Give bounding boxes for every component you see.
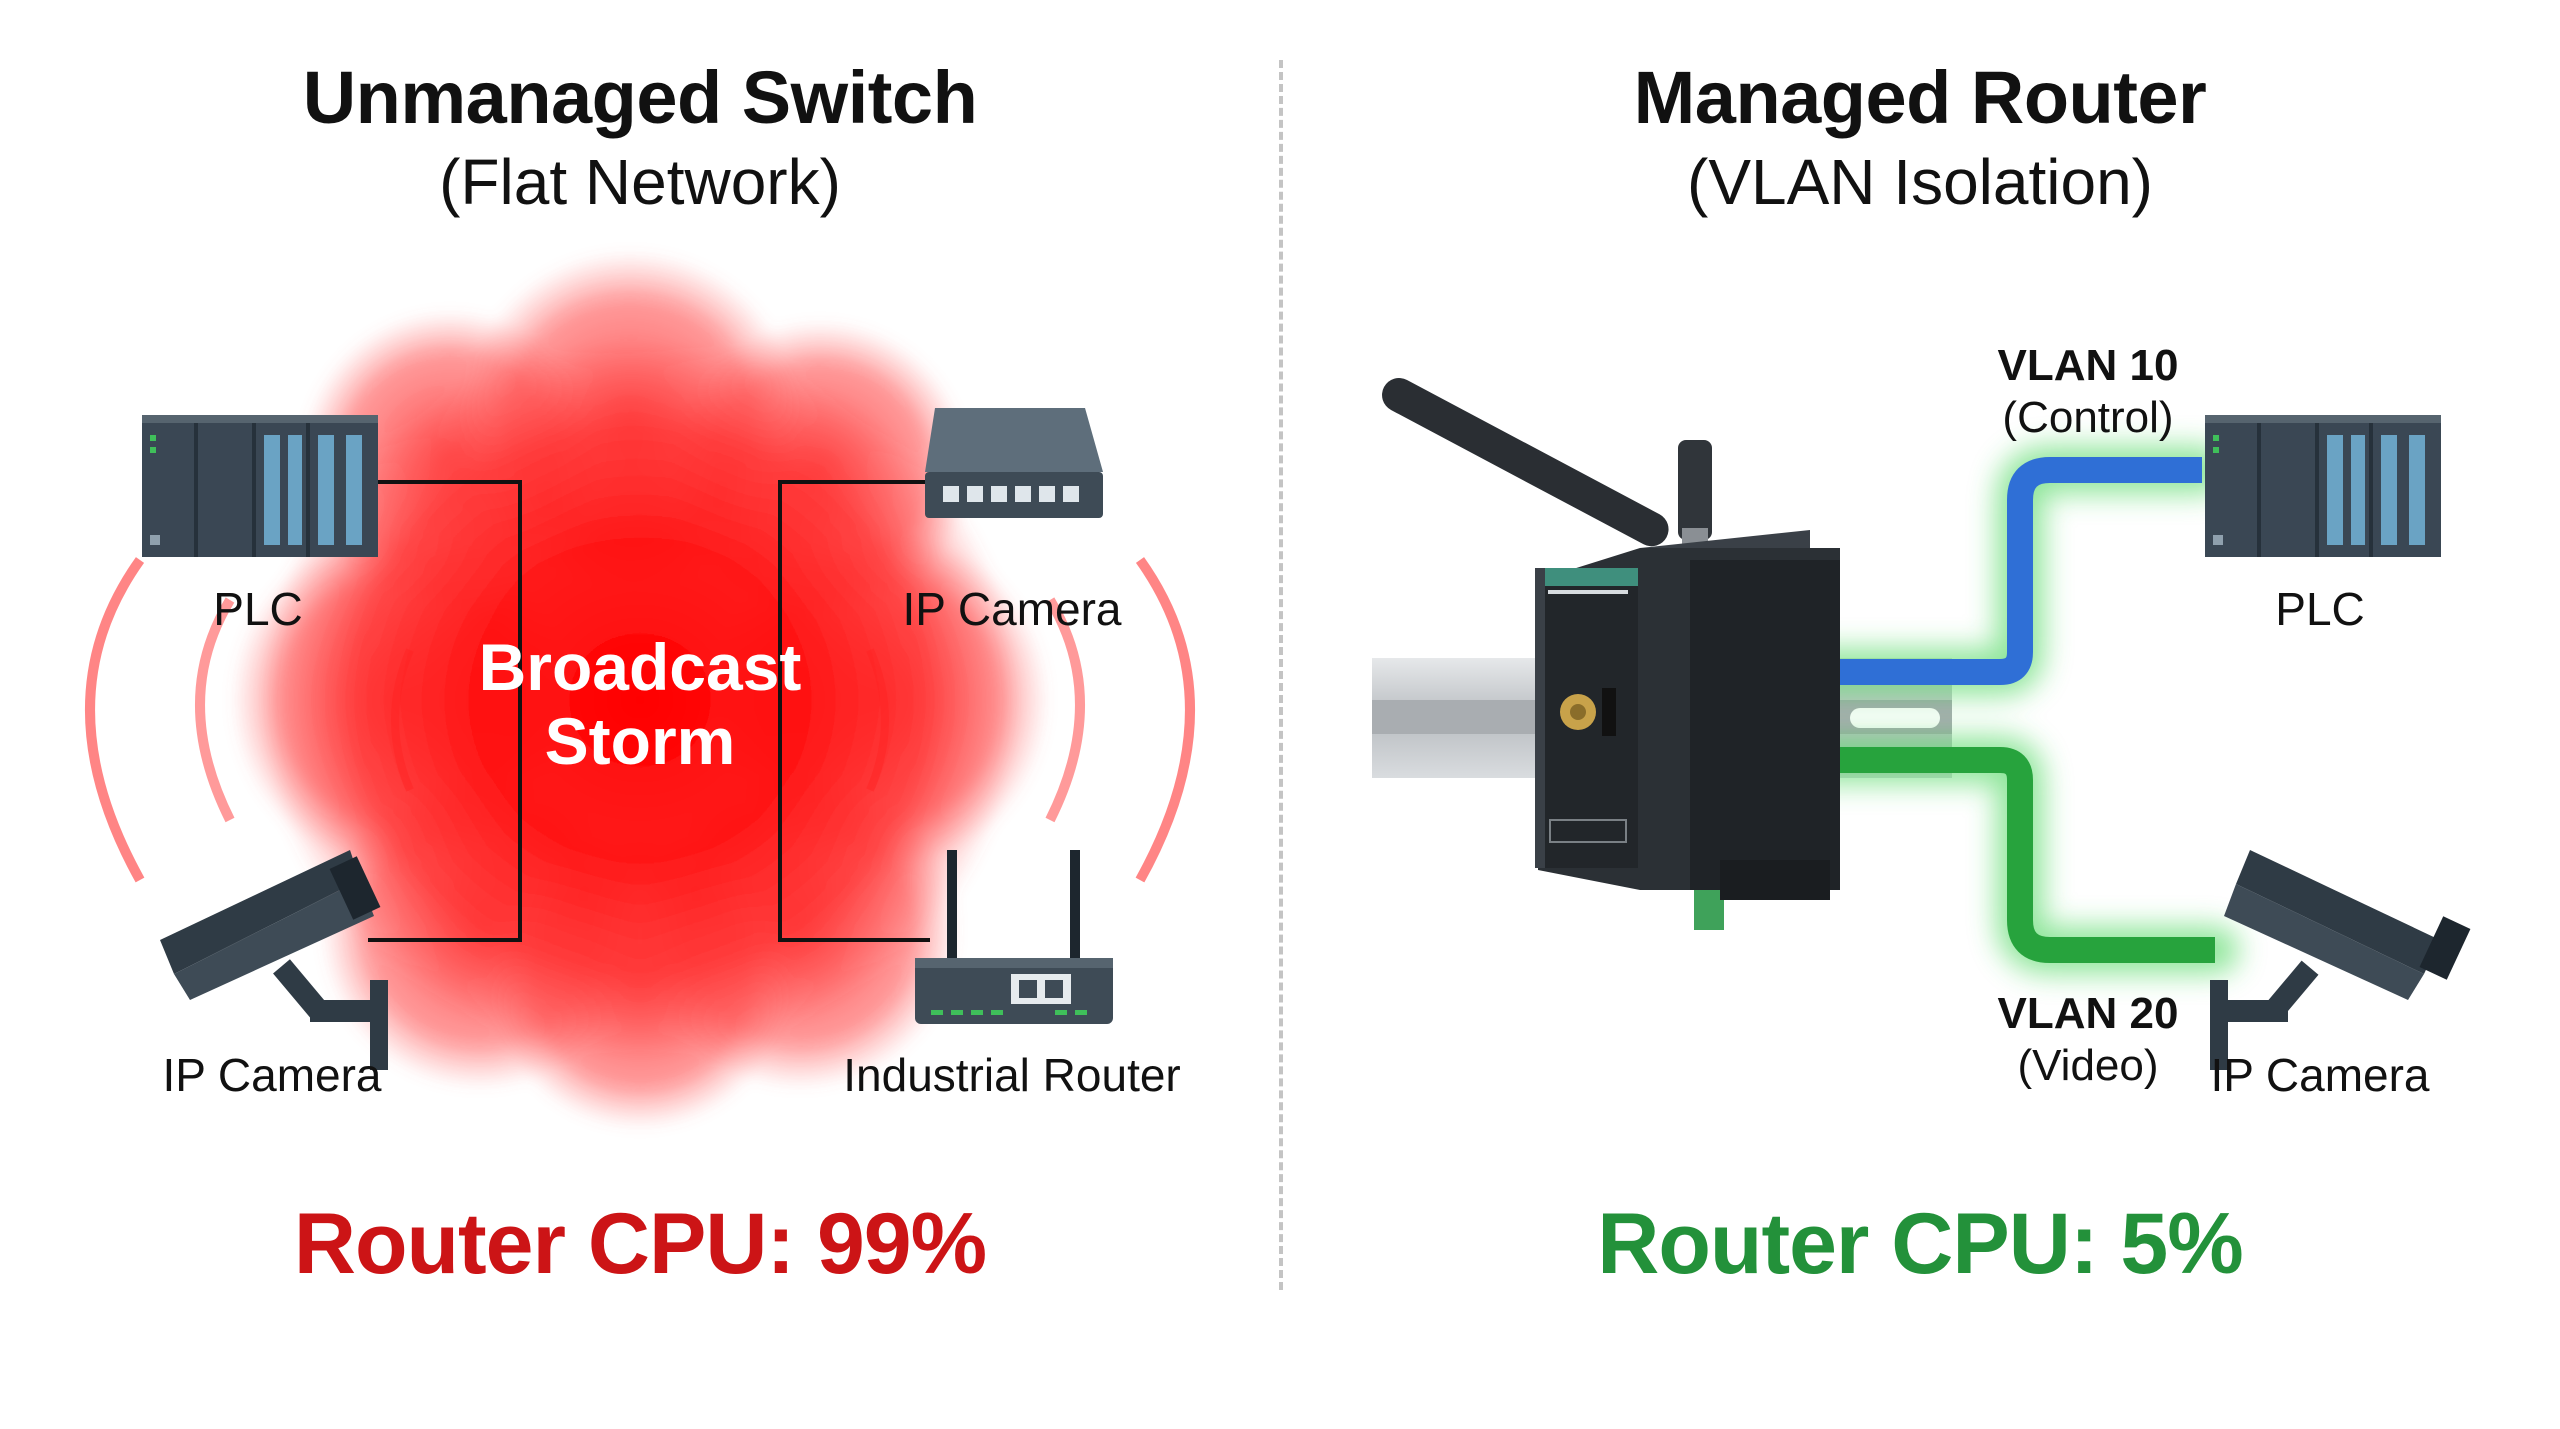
storm-waves: [85, 557, 1195, 883]
storm-label-line1: Broadcast: [478, 630, 802, 704]
label-ip-camera-right: IP Camera: [2210, 1049, 2430, 1101]
vlan10-name: VLAN 10: [1997, 341, 2179, 390]
plc-icon-right: [2205, 415, 2441, 557]
left-title: Unmanaged Switch: [302, 56, 978, 139]
vlan20-link: [1820, 747, 2215, 963]
storm-graphic: [85, 250, 1195, 1130]
ip-camera-icon-right: [2210, 850, 2471, 1070]
vlan20-name: VLAN 20: [1997, 989, 2179, 1038]
left-panel: Unmanaged Switch (Flat Network) Broadcas…: [85, 56, 1195, 1292]
broadcast-storm-label: Broadcast Storm: [430, 630, 850, 778]
left-subtitle: (Flat Network): [439, 146, 841, 218]
label-plc-right: PLC: [2275, 583, 2365, 635]
label-ip-camera-top: IP Camera: [902, 583, 1122, 635]
industrial-router-icon: [915, 850, 1113, 1024]
vlan10-role: (Control): [2002, 393, 2174, 442]
router-cpu-bad: Router CPU: 99%: [293, 1196, 987, 1292]
plc-icon: [142, 415, 378, 557]
label-ip-camera-bottom: IP Camera: [162, 1049, 382, 1101]
antenna-icon: [1382, 377, 1712, 554]
storm-cloud: [230, 250, 1050, 1130]
vlan10-link: [1820, 457, 2202, 685]
router-cpu-good: Router CPU: 5%: [1597, 1196, 2243, 1292]
right-title: Managed Router: [1633, 56, 2207, 139]
label-industrial-router: Industrial Router: [843, 1049, 1181, 1101]
ip-camera-icon: [160, 850, 388, 1070]
flat-network-links: [368, 480, 930, 942]
vlan20-label: VLAN 20 (Video): [1998, 988, 2179, 1092]
vlan-graphic: [1372, 377, 2471, 1070]
network-switch-icon: [925, 408, 1103, 518]
managed-router-device: [1535, 530, 1840, 930]
panel-divider: [1279, 60, 1283, 1290]
label-plc-left: PLC: [213, 583, 303, 635]
storm-label-line2: Storm: [544, 704, 736, 778]
right-subtitle: (VLAN Isolation): [1687, 146, 2153, 218]
vlan10-label: VLAN 10 (Control): [1998, 340, 2179, 444]
right-panel: Managed Router (VLAN Isolation) VLAN 10 …: [1280, 0, 2560, 1429]
vlan20-role: (Video): [2017, 1041, 2159, 1090]
